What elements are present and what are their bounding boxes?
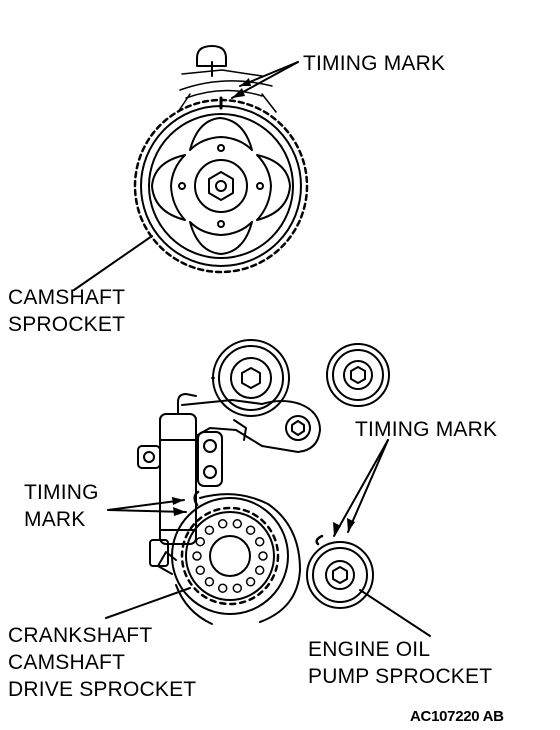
crank-sprocket-hole [254,565,265,576]
crankshaft-timing-mark-label-line-2: MARK [24,508,86,531]
camshaft-timing-mark-label: TIMING MARK [303,52,446,75]
crank-sprocket-hole [217,519,228,529]
camshaft-sprocket-label: CAMSHAFT SPROCKET [8,284,125,338]
cylinder-head-outline [177,45,277,113]
auto-tensioner [137,393,223,567]
crankshaft-timing-mark-label-line-1: TIMING [24,481,99,504]
crank-sprocket-hole [204,577,215,587]
crankshaft-sprocket-label: CRANKSHAFT CAMSHAFT DRIVE SPROCKET [8,622,196,703]
camshaft-sprocket-label-line-2: SPROCKET [8,313,126,336]
oil-pump-sprocket-label-line-2: PUMP SPROCKET [308,665,493,688]
oil-pump-sprocket-label: ENGINE OIL PUMP SPROCKET [308,636,492,690]
idler-pulley [326,343,390,407]
crankshaft-sprocket-label-line-2: CAMSHAFT [8,651,126,674]
crank-sprocket-hole [195,565,206,576]
oil-pump-sprocket-label-line-1: ENGINE OIL [308,638,431,661]
crank-sprocket-hole [258,551,268,561]
crank-sprocket-hole [195,536,206,547]
crank-sprocket-hole [232,519,243,529]
tensioner-arm [181,399,321,453]
oil-pump-timing-mark-label: TIMING MARK [355,418,498,441]
crank-sprocket-hole [204,525,215,535]
tensioner-pulley [211,339,290,417]
crank-sprocket-hole [254,536,265,547]
camshaft-sprocket-label-line-1: CAMSHAFT [8,286,126,309]
crankshaft-sprocket-label-line-3: DRIVE SPROCKET [8,678,197,701]
arrowheads [172,78,355,536]
crank-sprocket-hole [245,577,256,587]
oil-pump-sprocket [306,534,374,609]
leader-lines [73,61,431,637]
crank-sprocket-hole [192,551,202,561]
crank-sprocket-hole [245,525,256,535]
figure-code: AC107220 AB [410,708,504,725]
crank-sprocket-hole [232,583,243,593]
crankshaft-sprocket [157,490,301,625]
camshaft-sprocket [133,96,309,274]
crankshaft-sprocket-label-line-1: CRANKSHAFT [8,624,153,647]
crankshaft-timing-mark-label: TIMING MARK [24,479,99,533]
crank-sprocket-hole [217,583,228,593]
